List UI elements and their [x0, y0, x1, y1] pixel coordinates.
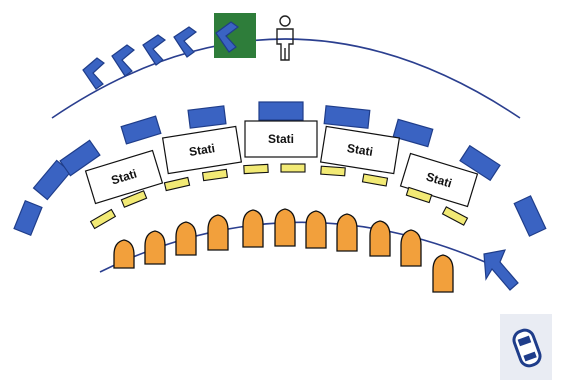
booth: Stati	[84, 149, 164, 205]
chevron-left-icon	[142, 34, 167, 66]
yellow-benches	[89, 163, 469, 230]
orange-seat	[175, 221, 197, 256]
orange-seats	[113, 208, 454, 293]
booths: Stati Stati Stati Stati Stati	[84, 120, 479, 208]
chevron-left-icon	[215, 21, 240, 53]
chevron-left-icon	[82, 57, 105, 90]
booth: Stati	[161, 125, 243, 175]
orange-seat	[305, 210, 327, 249]
outer-seat-blocks	[13, 101, 547, 237]
booth: Stati	[244, 120, 318, 158]
chevron-left-icon	[173, 26, 198, 58]
arrow-up-left-icon	[483, 249, 519, 291]
chevron-left-icon	[111, 44, 135, 77]
booth-label: Stati	[346, 141, 374, 159]
orange-seat	[144, 230, 166, 265]
orange-seat	[432, 254, 454, 293]
car-topview-icon	[500, 314, 552, 380]
orange-seat	[113, 239, 135, 269]
orange-seat	[369, 220, 391, 257]
outer-arc	[51, 38, 521, 119]
orange-seat	[207, 214, 229, 251]
orange-seat	[336, 213, 358, 252]
booth-label: Stati	[188, 141, 216, 159]
orange-seat	[274, 208, 296, 247]
orange-seat	[400, 229, 422, 267]
booth-label: Stati	[268, 132, 294, 146]
booth: Stati	[319, 125, 401, 175]
person-icon	[276, 15, 294, 61]
orange-seat	[242, 209, 264, 248]
chevron-arrows	[82, 13, 256, 90]
booth: Stati	[399, 152, 479, 208]
